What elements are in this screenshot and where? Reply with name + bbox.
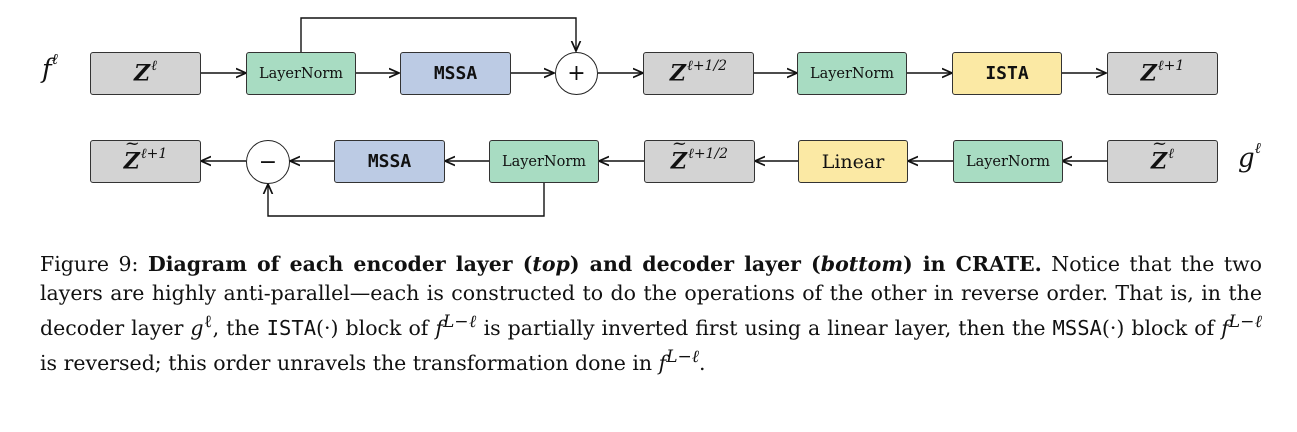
encoder-function-label: fℓ [42,50,58,85]
z-output-box: Zℓ+1 [1107,52,1218,95]
z-tilde-output-box: ~Zℓ+1 [90,133,201,183]
z-tilde-mid-box: ~Zℓ+1/2 [644,133,755,183]
connector-wires [0,17,1297,217]
mssa-box-bottom: MSSA [334,140,445,183]
skip-connection-top [300,17,576,53]
caption-label: Figure 9: [40,252,148,276]
ista-box: ISTA [952,52,1062,95]
caption-body: Notice that the two layers are highly an… [40,252,1263,375]
diagram: fℓ Zℓ LayerNorm MSSA + Zℓ+1/2 LayerNorm … [0,17,1297,217]
z-input-box: Zℓ [90,52,201,95]
layernorm-box-1: LayerNorm [246,52,356,95]
linear-box: Linear [798,140,908,183]
minus-operator: − [246,140,290,184]
figure-caption: Figure 9: Diagram of each encoder layer … [40,250,1262,378]
z-tilde-input-box: ~Zℓ [1107,133,1218,183]
decoder-function-label: gℓ [1238,139,1261,174]
layernorm-box-bottom-2: LayerNorm [953,140,1063,183]
layernorm-box-2: LayerNorm [797,52,907,95]
caption-title: Diagram of each encoder layer (top) and … [147,252,1042,276]
skip-connection-bottom [268,182,545,217]
layernorm-box-bottom-1: LayerNorm [489,140,599,183]
mssa-box: MSSA [400,52,511,95]
plus-operator: + [555,52,598,95]
z-mid-box: Zℓ+1/2 [643,52,754,95]
